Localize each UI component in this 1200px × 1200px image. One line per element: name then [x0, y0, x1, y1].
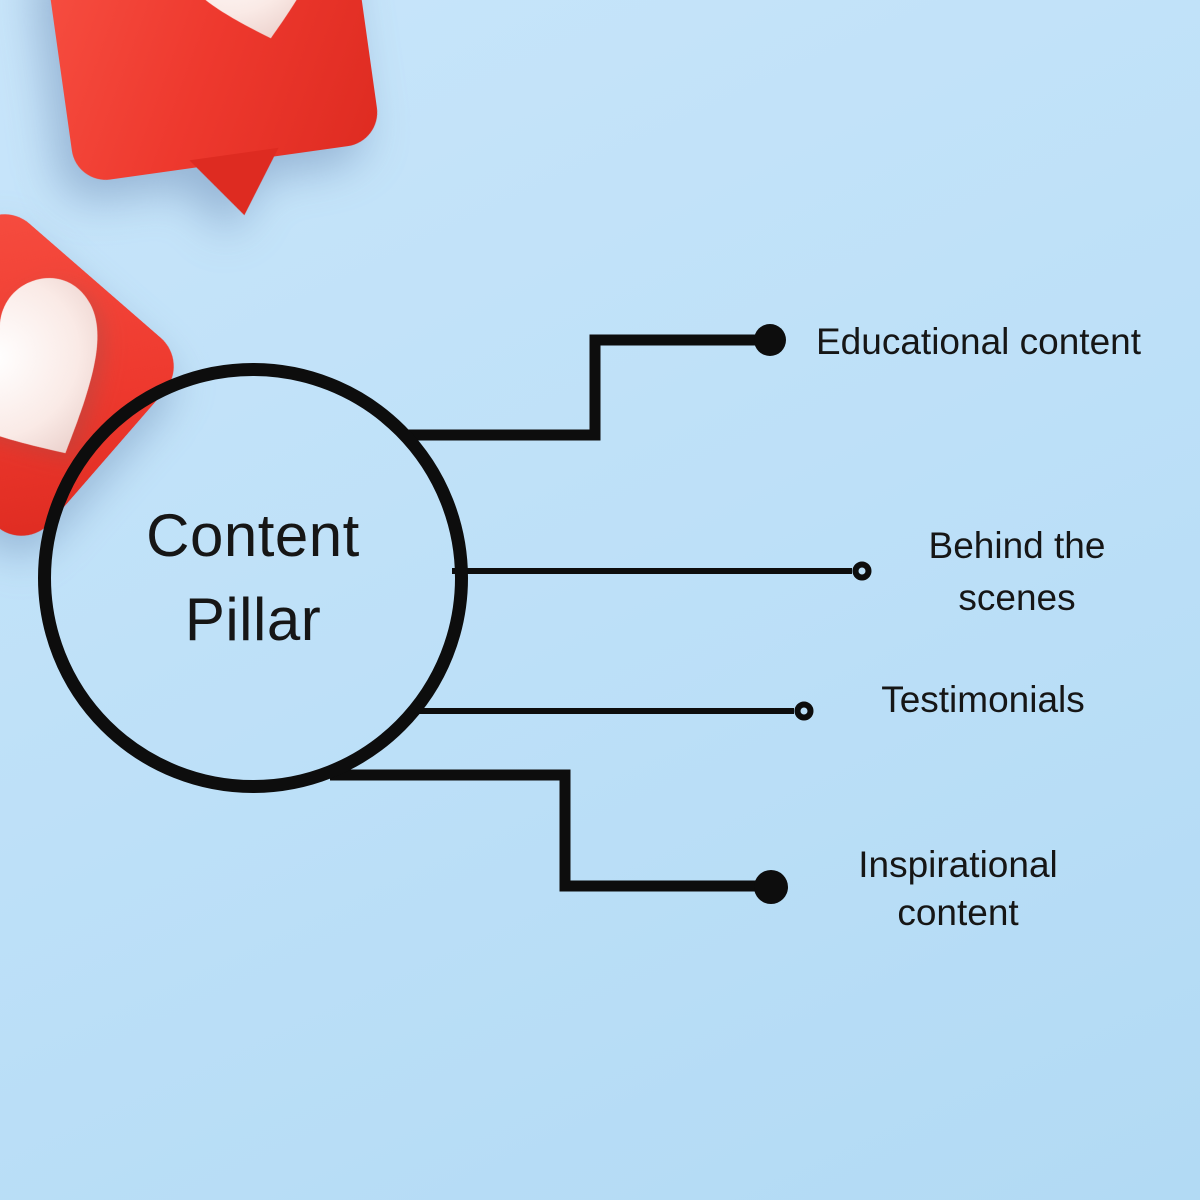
branch-line-inspirational	[330, 769, 756, 892]
branch-dot-testimonials	[794, 701, 814, 721]
heart-icon	[0, 278, 98, 454]
branch-dot-inspirational	[754, 870, 788, 904]
branch-label-testimonials: Testimonials	[881, 679, 1085, 720]
heart-icon	[179, 0, 318, 39]
branch-label-educational: Educational content	[816, 321, 1142, 362]
branch-label-inspirational: Inspirational content	[858, 844, 1058, 933]
center-circle: Content Pillar	[38, 363, 468, 793]
branch-line-educational	[408, 334, 756, 441]
branch-dot-educational	[754, 324, 786, 356]
branch-dot-behind-the-scenes	[852, 561, 872, 581]
like-bubble-heart-icon	[42, 0, 382, 184]
center-title: Content Pillar	[146, 502, 360, 653]
branch-label-behind-the-scenes: Behind the scenes	[928, 525, 1106, 618]
